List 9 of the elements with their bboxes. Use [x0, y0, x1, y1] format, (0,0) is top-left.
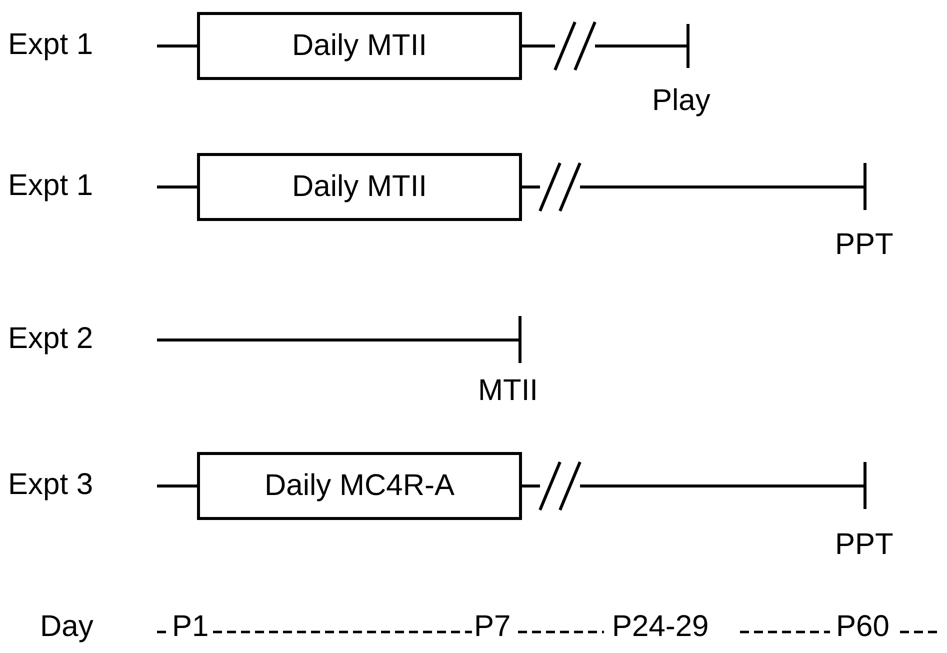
endpoint-label: Play [652, 86, 710, 116]
axis-title: Day [40, 612, 94, 642]
treatment-box: Daily MTII [197, 12, 522, 80]
treatment-box: Daily MC4R-A [197, 452, 522, 520]
row-label: Expt 1 [8, 171, 94, 201]
row-label: Expt 3 [8, 470, 94, 500]
row-label: Expt 1 [8, 30, 94, 60]
row-label: Expt 2 [8, 324, 94, 354]
treatment-box: Daily MTII [197, 153, 522, 221]
